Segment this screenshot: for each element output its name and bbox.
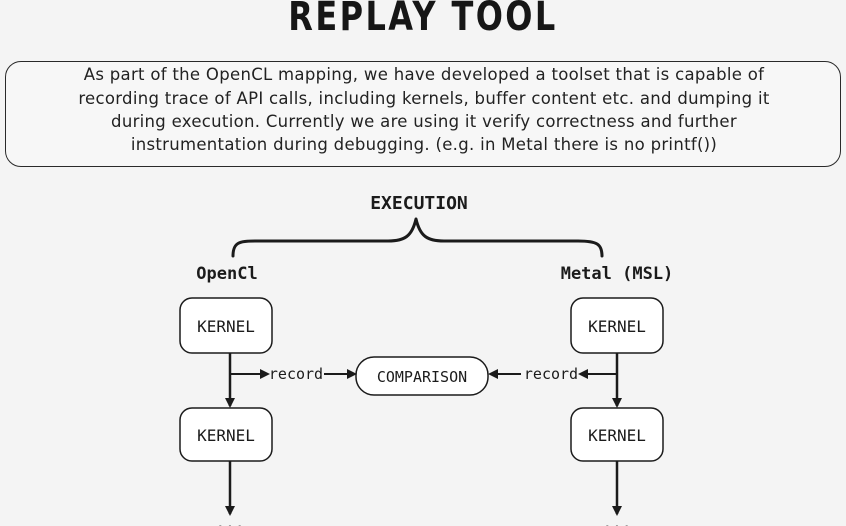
- description-line: As part of the OpenCL mapping, we have d…: [83, 65, 765, 84]
- execution-label: EXECUTION: [370, 193, 468, 214]
- page-title: REPLAY TOOL: [288, 0, 558, 40]
- description-line: recording trace of API calls, including …: [78, 89, 770, 108]
- metal-header: Metal (MSL): [561, 264, 674, 284]
- opencl-header: OpenCl: [196, 264, 257, 284]
- opencl-kernel-label-bottom: KERNEL: [197, 426, 255, 445]
- opencl-kernel-label-top: KERNEL: [197, 317, 255, 336]
- metal-kernel-label-bottom: KERNEL: [588, 426, 646, 445]
- metal-kernel-label-top: KERNEL: [588, 317, 646, 336]
- metal-continuation: ...: [603, 513, 632, 526]
- opencl-continuation: ...: [216, 513, 245, 526]
- opencl-record-label: record: [269, 365, 323, 383]
- execution-brace: [231, 217, 604, 258]
- opencl-kernel-box-bottom: [179, 407, 273, 462]
- description-line: during execution. Currently we are using…: [111, 112, 737, 131]
- metal-record-label: record: [524, 365, 578, 383]
- description-box: As part of the OpenCL mapping, we have d…: [5, 61, 841, 167]
- opencl-kernel-box-top: [179, 297, 273, 354]
- description-line: instrumentation during debugging. (e.g. …: [130, 135, 718, 154]
- comparison-label: COMPARISON: [377, 368, 467, 386]
